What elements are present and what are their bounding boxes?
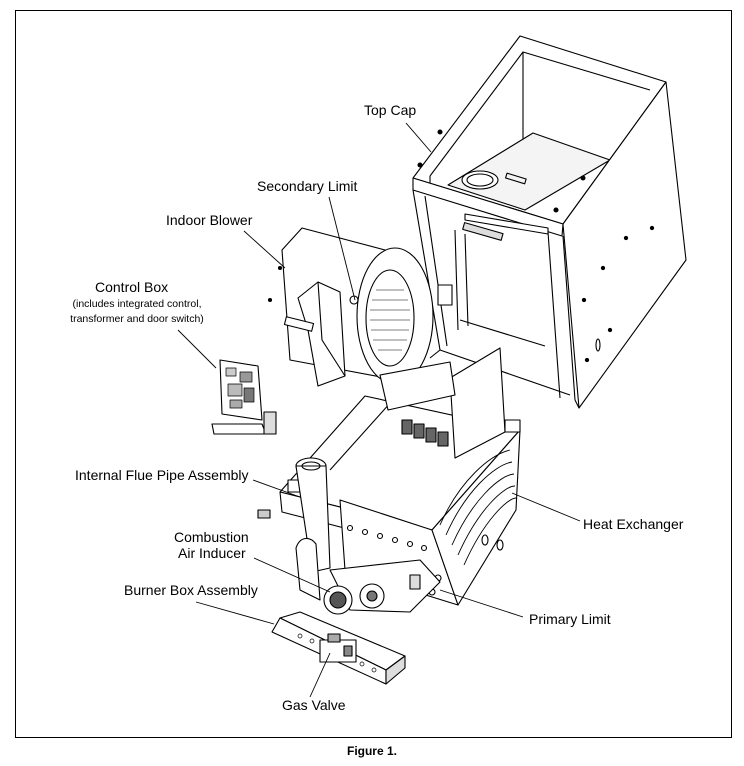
label-burner-box: Burner Box Assembly [124, 582, 258, 598]
label-control-box: Control Box [95, 279, 169, 295]
inducer-assembly [295, 537, 441, 615]
leader-lines [177, 122, 581, 698]
label-primary-limit: Primary Limit [529, 611, 611, 627]
label-air-inducer: Air Inducer [178, 545, 246, 561]
figure-caption: Figure 1. [346, 744, 397, 758]
figure-frame [15, 10, 732, 738]
label-internal-flue-pipe: Internal Flue Pipe Assembly [75, 467, 249, 483]
burner-box-assembly [271, 611, 406, 685]
label-combustion: Combustion [174, 529, 249, 545]
label-indoor-blower: Indoor Blower [166, 212, 253, 228]
label-control-box-note-2: transformer and door switch) [70, 313, 204, 325]
indoor-blower-assembly [267, 227, 434, 387]
label-control-box-note-1: (includes integrated control, [72, 298, 202, 310]
cabinet-assembly [412, 35, 687, 409]
control-box-assembly [211, 359, 277, 519]
label-top-cap: Top Cap [364, 102, 417, 118]
flue-pipe-assembly [295, 457, 331, 573]
label-secondary-limit: Secondary Limit [257, 178, 358, 194]
label-heat-exchanger: Heat Exchanger [583, 516, 684, 532]
label-gas-valve: Gas Valve [282, 697, 346, 713]
